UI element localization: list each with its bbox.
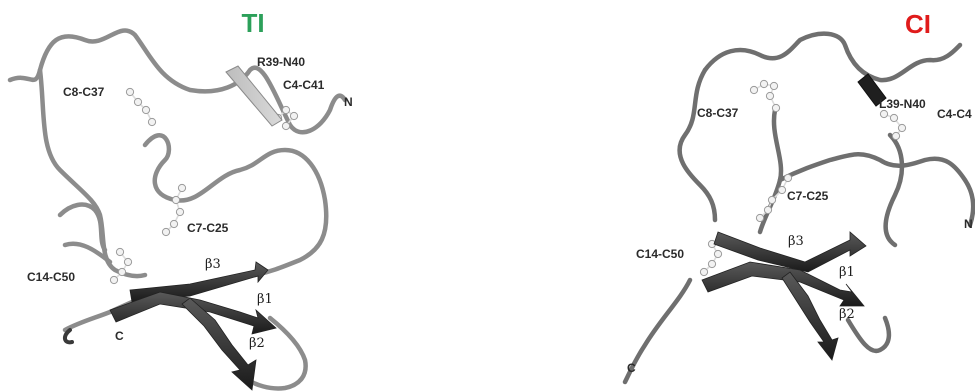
ti-label-n-terminus: N [344, 95, 353, 109]
ci-structure-panel [625, 34, 973, 382]
ti-label-beta1: β1 [257, 292, 273, 307]
ci-disulfide-c8-c37 [750, 80, 779, 111]
ti-label-r39-n40: R39-N40 [257, 55, 305, 69]
ci-title: CI [905, 9, 931, 39]
ti-label-c4-c41: C4-C41 [283, 78, 325, 92]
ti-beta-sheet [110, 262, 276, 390]
ci-label-c-terminus: C [627, 361, 636, 375]
ci-label-c7-c25: C7-C25 [787, 189, 829, 203]
ci-label-c4-c41: C4-C4 [937, 107, 972, 121]
ci-label-n-terminus: N [964, 217, 973, 231]
ci-disulfide-c4-c41 [880, 110, 905, 139]
ti-label-c8-c37: C8-C37 [63, 85, 105, 99]
ti-label-c14-c50: C14-C50 [27, 270, 75, 284]
ti-label-c-terminus: C [115, 329, 124, 343]
ci-label-beta3: β3 [788, 234, 804, 249]
ti-label-c7-c25: C7-C25 [187, 221, 229, 235]
ci-label-c14-c50: C14-C50 [636, 247, 684, 261]
ci-label-beta2: β2 [839, 307, 855, 322]
ci-label-l39-n40: L39-N40 [879, 97, 926, 111]
ci-beta-sheet [702, 232, 866, 360]
ti-label-beta2: β2 [249, 336, 265, 351]
ti-reactive-site-strand [226, 66, 282, 126]
ci-label-c8-c37: C8-C37 [697, 106, 739, 120]
ti-title: TI [241, 8, 264, 38]
ti-label-beta3: β3 [205, 257, 221, 272]
ci-backbone-coil [625, 34, 973, 382]
ti-disulfide-c7-c25 [162, 184, 185, 235]
ti-disulfide-c8-c37 [126, 88, 155, 125]
ci-label-beta1: β1 [839, 265, 855, 280]
